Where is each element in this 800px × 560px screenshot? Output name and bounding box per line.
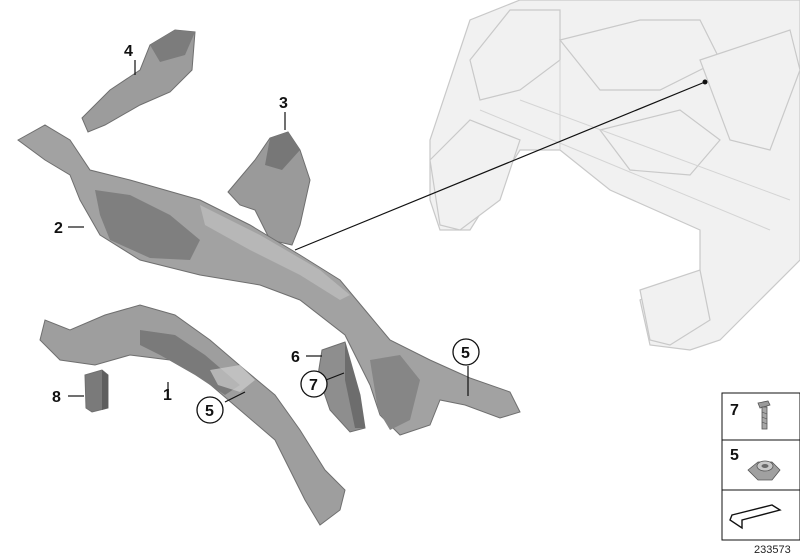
callout-labels: 4 3 2 1 8 6 7 5 5 (52, 43, 480, 424)
legend-number-7: 7 (730, 402, 739, 419)
callout-part-4: 4 (124, 43, 133, 60)
part-3-shade (265, 132, 300, 170)
callout-circle-5-left (196, 396, 224, 424)
callout-part-5-left: 5 (205, 403, 214, 420)
callout-part-7: 7 (309, 377, 318, 394)
vehicle-body-ghost (429, 0, 800, 351)
nut-icon (747, 460, 781, 481)
callout-part-2: 2 (54, 220, 63, 237)
leader-lines (68, 60, 708, 403)
callout-circle-7 (300, 370, 328, 398)
part-8-face (102, 370, 108, 410)
callout-part-1: 1 (163, 387, 172, 404)
arrow-icon (729, 504, 782, 530)
part-1-highlight (210, 365, 255, 392)
part-2-lower-box (370, 355, 420, 430)
callout-part-3: 3 (279, 95, 288, 112)
legend-number-5: 5 (730, 447, 739, 464)
part-2-highlight (200, 205, 350, 300)
callout-part-5-right: 5 (461, 345, 470, 362)
part-6-shade (345, 342, 365, 428)
legend-box: 7 5 (721, 392, 800, 541)
reference-number: 233573 (754, 544, 791, 556)
part-4-shade (150, 30, 195, 62)
screw-icon (757, 400, 771, 430)
callout-part-8: 8 (52, 389, 61, 406)
callout-circle-5-right (452, 338, 480, 366)
part-2-cavity (95, 190, 200, 260)
part-1-rail (39, 304, 346, 526)
callout-part-6: 6 (291, 349, 300, 366)
